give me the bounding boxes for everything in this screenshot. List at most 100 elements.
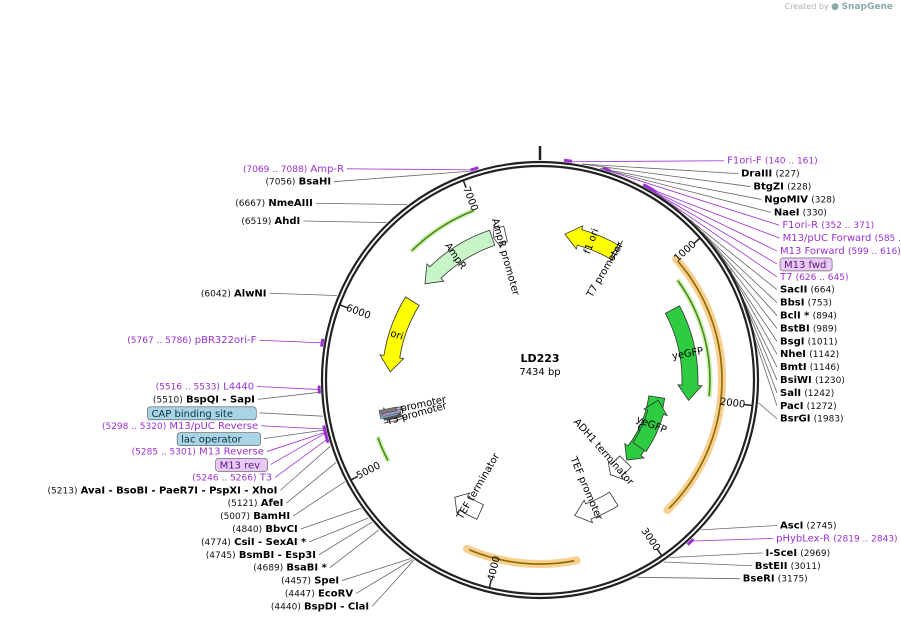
leader-line: [605, 169, 780, 226]
label-text: BsrGI (1983): [780, 414, 844, 425]
leader-line: [669, 552, 763, 558]
label-pbr322ori-f: (5767 .. 5786) pBR322ori-F: [127, 335, 256, 346]
label-amp-r: (7069 .. 7088) Amp-R: [243, 164, 344, 175]
leader-line: [318, 521, 373, 556]
leader-line: [263, 429, 326, 440]
tick-label: 3000: [638, 526, 662, 553]
leader-line: [701, 525, 778, 531]
leader-line: [269, 292, 337, 296]
orf-line: [468, 549, 575, 565]
label-text: F1ori-F (140 .. 161): [727, 156, 818, 167]
orf-line: [668, 260, 723, 509]
leader-line: [300, 507, 362, 530]
label-nhei: NheI (1142): [780, 349, 839, 360]
label-text: NheI (1142): [780, 349, 839, 360]
label-bspdi-clai: (4440) BspDI - ClaI: [271, 601, 369, 612]
feature-ampr-promoter: [492, 224, 508, 248]
label-bspqi-sapi: (5510) BspQI - SapI: [153, 394, 255, 405]
leader-line: [637, 576, 740, 580]
label-text: (5246 .. 5266) T3: [192, 472, 272, 483]
label-csii-sexai: (4774) CsiI - SexAI *: [201, 537, 307, 548]
label-text: M13/pUC Forward (585 .. 607): [783, 233, 901, 244]
label-text: (4840) BbvCI: [232, 524, 297, 535]
label-text: (5213) AvaI - BsoBI - PaeR7I - PspXI - X…: [48, 485, 278, 496]
leader-line: [329, 529, 380, 568]
label-ahdi: (6519) AhdI: [241, 216, 300, 227]
label-spei: (4457) SpeI: [281, 576, 339, 587]
label-f1ori-f: F1ori-F (140 .. 161): [727, 156, 818, 167]
label-m13-puc-reverse: (5298 .. 5320) M13/pUC Reverse: [102, 421, 258, 432]
label-bsmbi-esp3i: (4745) BsmBI - Esp3I: [206, 550, 316, 561]
label-text: BstBI (989): [780, 323, 837, 334]
primer-mark: [317, 385, 321, 394]
label-text: (5007) BamHI: [220, 511, 290, 522]
label-text: BsgI (1011): [780, 336, 838, 347]
label-btgzi: BtgZI (228): [753, 182, 811, 193]
tick-mark: [339, 304, 348, 309]
label-box: [176, 432, 262, 446]
label-m13-rev: M13 rev: [215, 458, 269, 472]
feature-ori: [379, 296, 420, 373]
label-text: (5510) BspQI - SapI: [153, 394, 255, 405]
label-f1ori-r: F1ori-R (352 .. 371): [782, 220, 874, 231]
tick-label: 6000: [344, 303, 372, 322]
label-text: (5285 .. 5301) M13 Reverse: [132, 447, 264, 458]
backbone-outer: [320, 160, 760, 600]
label-text: BstEII (3011): [755, 561, 821, 572]
primer-mark: [686, 538, 695, 546]
label-alwni: (6042) AlwNI: [201, 288, 267, 299]
leader-line: [581, 163, 739, 175]
label-sali: SalI (1242): [780, 388, 834, 399]
label-text: (4745) BsmBI - Esp3I: [206, 550, 316, 561]
primer-mark: [602, 166, 611, 172]
label-text: (4774) CsiI - SexAI *: [201, 537, 307, 548]
label-bsteii: BstEII (3011): [755, 561, 821, 572]
feature-label: ori: [389, 328, 405, 342]
feature-tef-promoter: [574, 491, 619, 524]
label-avai-bsobi-paer7i-pspxi-xhoi: (5213) AvaI - BsoBI - PaeR7I - PspXI - X…: [48, 485, 278, 496]
label-text: (4457) SpeI: [281, 576, 339, 587]
leader-line: [567, 160, 725, 163]
label-bsgi: BsgI (1011): [780, 336, 838, 347]
label-naei: NaeI (330): [774, 207, 827, 218]
label-text: F1ori-R (352 .. 371): [782, 220, 874, 231]
label-paci: PacI (1272): [780, 401, 837, 412]
feature-label: yeGFP: [671, 346, 704, 362]
credit-brand: SnapGene: [841, 2, 893, 12]
feature-t7-promoter: [610, 240, 623, 262]
primer-mark: [324, 434, 330, 444]
tick-label: 2000: [719, 397, 746, 411]
label-l4440: (5516 .. 5533) L4440: [156, 381, 254, 392]
tick-mark: [693, 237, 701, 244]
leader-lines: [257, 158, 780, 607]
label-asci: AscI (2745): [780, 520, 836, 531]
label-phyblex-r: pHybLex-R (2819 .. 2843): [776, 533, 897, 544]
label-text: (6667) NmeAIII: [235, 198, 313, 209]
leader-line: [261, 425, 326, 430]
leader-line: [292, 481, 346, 517]
label-ecorv: (4447) EcoRV: [285, 588, 353, 599]
leader-line: [257, 386, 321, 390]
tick-mark: [488, 579, 492, 589]
label-text: BbsI (753): [780, 298, 832, 309]
label-text: BmtI (1146): [780, 362, 840, 373]
leader-line: [309, 517, 369, 543]
leader-line: [371, 559, 415, 607]
plasmid-name: LD223: [520, 352, 559, 365]
feature-tef-terminator: [454, 492, 485, 520]
leader-line: [600, 168, 762, 200]
label-bseri: BseRI (3175): [743, 574, 808, 585]
label-text: AscI (2745): [780, 520, 836, 531]
label-layer: F1ori-F (140 .. 161) DraIII (227) BtgZI (2…: [48, 156, 901, 613]
label-text: BseRI (3175): [743, 574, 808, 585]
label-m13-reverse: (5285 .. 5301) M13 Reverse: [132, 447, 264, 458]
plasmid-length: 7434 bp: [519, 367, 560, 378]
label-t7: T7 (626 .. 645): [779, 272, 849, 283]
label-draiii: DraIII (227): [741, 169, 800, 180]
feature-label: AmpR promoter: [489, 217, 521, 297]
tick-label: 7000: [460, 185, 479, 213]
label-name: M13 rev: [220, 460, 261, 471]
feature-yegfp: [632, 399, 669, 453]
label-nmeaiii: (6667) NmeAIII: [235, 198, 313, 209]
label-text: (4689) BsaBI *: [253, 563, 327, 574]
